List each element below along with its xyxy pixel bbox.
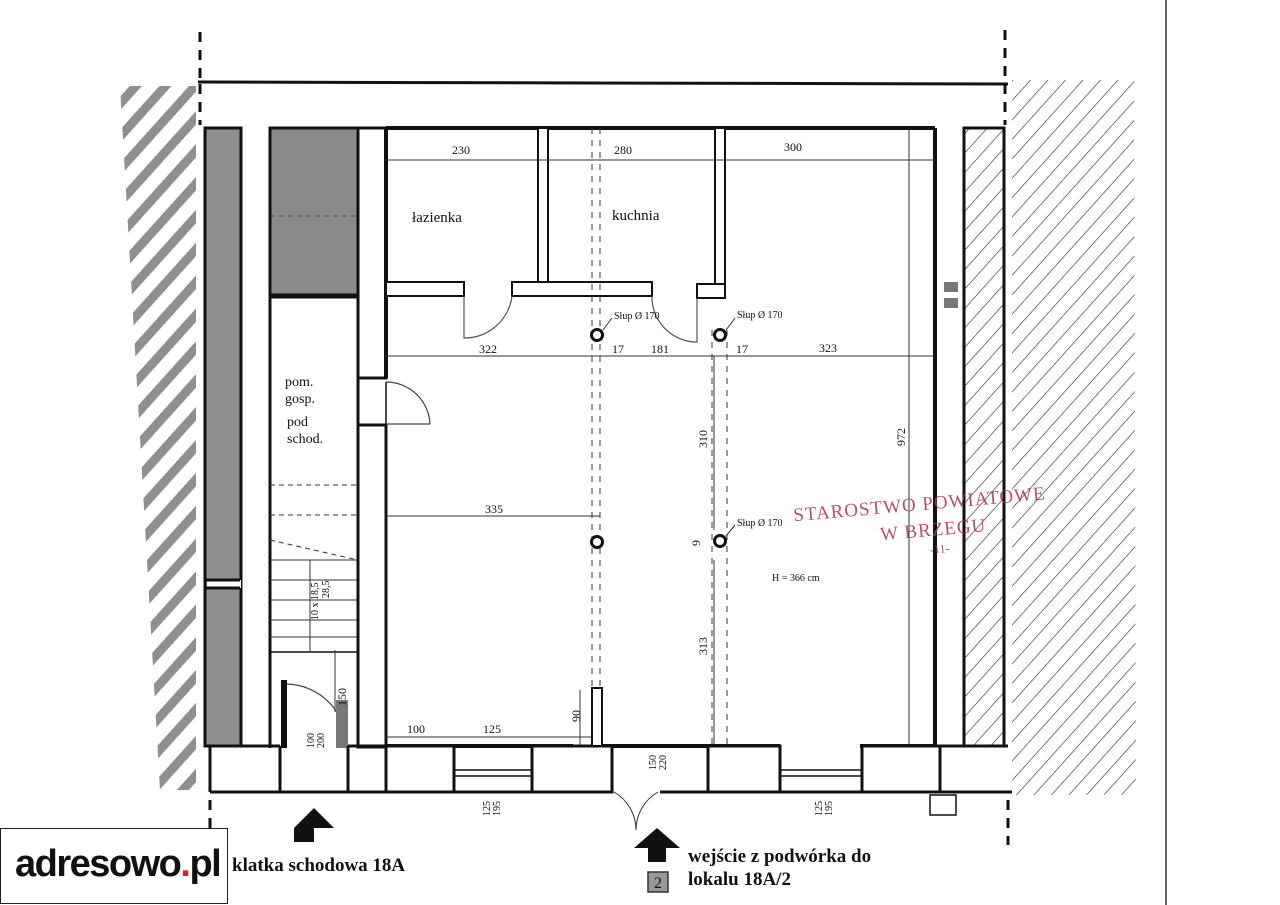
- right-wall-block: [962, 126, 1006, 748]
- dim-label: 150: [648, 755, 659, 770]
- unit-badge-number: 2: [654, 875, 662, 892]
- column-leader: [725, 524, 736, 537]
- dim-label: 17: [736, 342, 748, 356]
- dim-label: 181: [651, 342, 669, 356]
- logo-tld: pl: [189, 843, 221, 885]
- column-label: Słup Ø 170: [614, 311, 660, 322]
- right-neighbour-wall: [1012, 80, 1136, 795]
- dim-label: 90: [569, 710, 583, 722]
- bathroom-kitchen-partitions: [385, 127, 726, 343]
- top-boundary: [197, 30, 1009, 125]
- dim-label: 125: [814, 801, 825, 816]
- dimension-lines: [309, 128, 935, 746]
- column-label: Słup Ø 170: [737, 310, 783, 321]
- dim-label: 150: [335, 688, 349, 706]
- dim-label: 220: [658, 755, 669, 770]
- unit-badge: [647, 871, 669, 893]
- stamp-line-1: STAROSTWO POWIATOWE: [793, 483, 1047, 526]
- left-wall: [203, 126, 243, 748]
- dim-label: 195: [824, 801, 835, 816]
- dim-label: 313: [696, 637, 710, 655]
- dim-label: 9: [689, 540, 703, 546]
- official-stamp: STAROSTWO POWIATOWE W BRZEGU -11-: [793, 483, 1047, 557]
- column-marker: [590, 328, 604, 342]
- dim-label: 28,5: [321, 581, 332, 599]
- room-label-kitchen: kuchnia: [612, 208, 660, 224]
- dim-label: 200: [316, 733, 327, 748]
- dim-label: 322: [479, 342, 497, 356]
- dim-label: 125: [483, 722, 501, 736]
- entrance-caption-line-1: wejście z podwórka do: [688, 846, 872, 867]
- ceiling-height-label: H = 366 cm: [772, 573, 820, 584]
- dim-label: 195: [492, 801, 503, 816]
- room-label-utility-1: pom.: [285, 375, 313, 390]
- dim-label: 100: [407, 722, 425, 736]
- dim-label: 10 x 18,5: [310, 583, 321, 621]
- stairwell-caption: klatka schodowa 18A: [232, 855, 406, 876]
- partition-wall: [356, 126, 431, 749]
- dim-label: 230: [452, 143, 470, 157]
- room-label-bathroom: łazienka: [412, 210, 462, 226]
- column-marker: [590, 535, 604, 549]
- stairwell-arrow-icon: [274, 808, 334, 842]
- logo-name: adresowo: [15, 843, 182, 885]
- column-marker: [713, 534, 727, 548]
- room-label-under-stairs-1: pod: [287, 415, 308, 430]
- logo-wordmark: adresowo.pl: [15, 843, 222, 886]
- entrance-caption-line-2: lokalu 18A/2: [688, 869, 791, 890]
- room-label-utility-2: gosp.: [285, 392, 315, 407]
- dim-label: 280: [614, 143, 632, 157]
- dim-label: 100: [306, 733, 317, 748]
- main-room-walls: [384, 126, 937, 748]
- dim-label: 323: [819, 341, 837, 355]
- column-axes: [591, 128, 910, 746]
- bottom-wall: [208, 282, 1012, 845]
- column-marker: [713, 328, 727, 342]
- stamp-line-3: -11-: [929, 541, 950, 557]
- room-label-under-stairs-2: schod.: [287, 432, 323, 447]
- column-leader: [725, 317, 736, 331]
- entrance-arrow-icon: [634, 828, 680, 862]
- column-label: Słup Ø 170: [737, 518, 783, 529]
- dim-label: 310: [696, 430, 710, 448]
- left-neighbour-wall: [120, 86, 196, 790]
- dim-label: 300: [784, 140, 802, 154]
- dim-label: 17: [612, 342, 624, 356]
- dim-label: 125: [482, 801, 493, 816]
- brand-logo[interactable]: adresowo.pl: [0, 828, 228, 904]
- logo-dot: .: [180, 843, 191, 885]
- dim-label: 972: [894, 428, 908, 446]
- column-leader: [602, 317, 613, 331]
- dim-label: 335: [485, 502, 503, 516]
